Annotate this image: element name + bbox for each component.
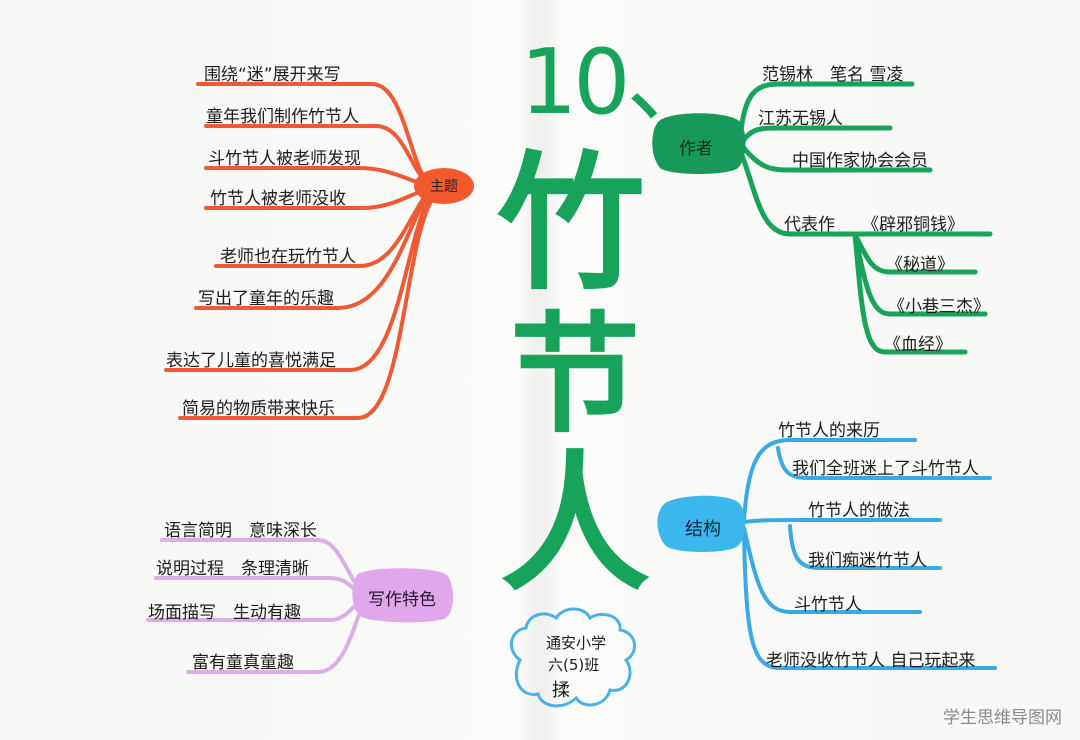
- features-node: 写作特色: [368, 589, 436, 610]
- author-work-2: 《秘道》: [886, 255, 954, 275]
- signature-cloud: [510, 607, 636, 708]
- structure-item-1: 竹节人的来历: [778, 421, 880, 441]
- author-node: 作者: [679, 138, 713, 159]
- topic-item-3: 斗竹节人被老师发现: [208, 149, 361, 169]
- topic-node: 主题: [430, 179, 458, 195]
- structure-item-5: 斗竹节人: [794, 595, 862, 615]
- structure-branch-5: [742, 526, 922, 614]
- topic-item-4: 竹节人被老师没收: [210, 189, 346, 209]
- author-work-3: 《小巷三杰》: [888, 297, 990, 317]
- structure-item-6: 老师没收竹节人 自己玩起来: [766, 651, 976, 671]
- structure-node-shape: [657, 495, 746, 552]
- features-item-3: 场面描写 生动有趣: [148, 603, 301, 623]
- author-item-3: 中国作家协会会员: [792, 151, 928, 171]
- works-line-4: [852, 231, 968, 355]
- topic-branch-8: [178, 194, 436, 420]
- structure-branch-1: [742, 438, 917, 522]
- structure-branch-3: [742, 518, 942, 524]
- topic-item-8: 简易的物质带来快乐: [182, 399, 335, 419]
- features-branch-2: [154, 576, 364, 596]
- title-number: 10、: [520, 30, 717, 135]
- topic-item-6: 写出了童年的乐趣: [198, 289, 334, 309]
- author-branch-2: [739, 125, 893, 145]
- structure-branch-6: [742, 530, 997, 670]
- topic-item-5: 老师也在玩竹节人: [220, 247, 356, 267]
- structure-item-2: 我们全班迷上了斗竹节人: [792, 459, 979, 479]
- title-char-1: 竹: [497, 138, 645, 310]
- structure-item-3: 竹节人的做法: [808, 501, 910, 521]
- author-item-2: 江苏无锡人: [758, 109, 843, 129]
- signature-name: 揉: [552, 680, 570, 701]
- author-branch-works: [737, 147, 858, 237]
- features-item-2: 说明过程 条理清晰: [156, 559, 309, 579]
- structure-node: 结构: [685, 519, 721, 540]
- author-branch-3: [739, 143, 933, 173]
- title-char-2: 节: [510, 299, 641, 451]
- topic-item-2: 童年我们制作竹节人: [206, 107, 359, 127]
- features-item-4: 富有童真童趣: [192, 653, 294, 673]
- topic-item-1: 围绕“迷”展开来写: [204, 65, 341, 85]
- author-work-4: 《血经》: [884, 335, 952, 355]
- signature-class: 六(5)班: [548, 656, 600, 674]
- author-node-shape: [652, 113, 746, 174]
- signature-school: 通安小学: [546, 634, 607, 652]
- features-item-1: 语言简明 意味深长: [164, 521, 317, 541]
- topic-branch-7: [164, 192, 434, 372]
- topic-branch-6: [194, 190, 432, 310]
- title-char-3: 人: [500, 438, 651, 612]
- author-works-label: 代表作: [784, 215, 835, 235]
- features-node-shape: [352, 568, 454, 623]
- watermark: 学生思维导图网: [943, 708, 1062, 728]
- structure-branch-2: [776, 446, 992, 480]
- topic-node-shape: [414, 168, 474, 204]
- topic-item-7: 表达了儿童的喜悦满足: [166, 351, 336, 371]
- structure-item-4: 我们痴迷竹节人: [808, 551, 927, 571]
- author-work-1: 《辟邪铜钱》: [862, 215, 964, 235]
- structure-branch-4: [788, 524, 942, 570]
- author-item-1: 范锡林 笔名 雪凌: [762, 65, 904, 85]
